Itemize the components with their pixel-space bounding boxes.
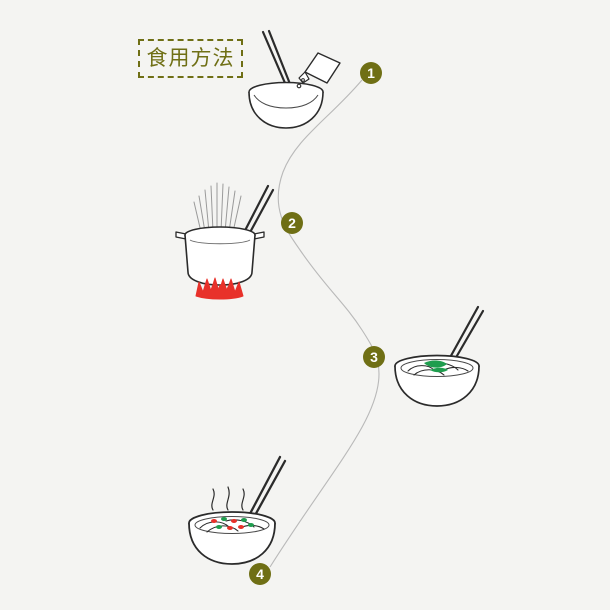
step-badge-1-number: 1 (367, 65, 375, 81)
seasoning-droplets-icon (296, 78, 305, 89)
illustration-step-4 (188, 455, 287, 565)
page-title: 食用方法 (146, 46, 235, 70)
pot-icon (184, 226, 256, 286)
garnish-bits-icon (211, 517, 254, 530)
bowl-icon (188, 511, 276, 565)
illustration-step-1 (248, 29, 341, 129)
page-title-box: 食用方法 (138, 39, 243, 78)
step-badge-3-number: 3 (370, 349, 378, 365)
step-flow-curve (269, 79, 380, 568)
chopsticks-icon (261, 29, 294, 92)
step-badge-2-number: 2 (288, 215, 296, 231)
step-badge-4-number: 4 (256, 566, 264, 582)
seasoning-packet-icon (298, 52, 341, 84)
step-badge-2[interactable]: 2 (281, 212, 303, 234)
step-badge-1[interactable]: 1 (360, 62, 382, 84)
flame-icon (195, 277, 244, 300)
illustration-step-2 (175, 182, 275, 300)
step-badge-4[interactable]: 4 (249, 563, 271, 585)
bowl-icon (248, 81, 324, 129)
illustration-step-3 (394, 305, 485, 407)
steam-icon (211, 486, 245, 511)
green-garnish-icon (424, 360, 448, 373)
noodle-strands-icon (193, 182, 242, 233)
step-badge-3[interactable]: 3 (363, 346, 385, 368)
pot-handles-icon (175, 231, 265, 240)
